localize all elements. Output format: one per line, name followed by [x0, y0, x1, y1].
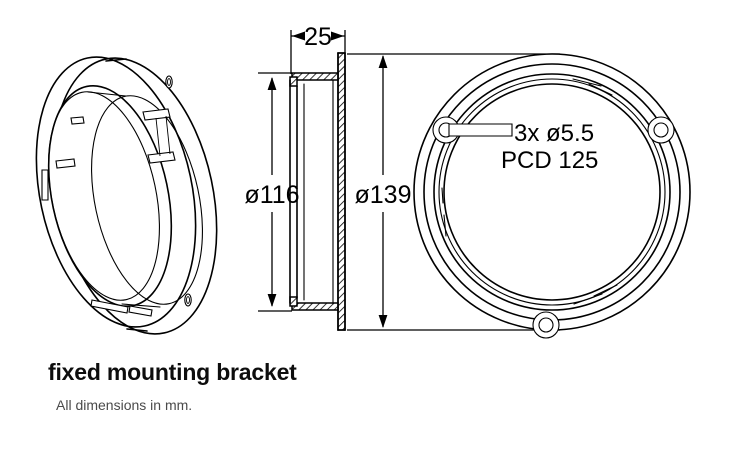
- front-mounting-hole-upper-right: [647, 116, 675, 144]
- drawing-title: fixed mounting bracket: [48, 359, 297, 385]
- dim25-arrow-right: [331, 31, 344, 41]
- iso-clip-tab-right: [142, 108, 176, 164]
- dim139-arrow-bottom: [378, 315, 388, 328]
- dimension-inner-diameter-116: ø116: [244, 72, 300, 312]
- front-view: 3x ø5.5 PCD 125: [413, 53, 691, 339]
- isometric-ring-view: [35, 56, 218, 335]
- front-hole-callout-leader: [448, 123, 513, 137]
- iso-clip-tab-left-edge: [41, 169, 49, 201]
- hole-callout-line2: PCD 125: [501, 147, 598, 174]
- hole-callout-line1: 3x ø5.5: [514, 120, 594, 147]
- front-barrel-outer-circle: [433, 73, 671, 311]
- section-web-top: [291, 72, 339, 81]
- dim25-arrow-left: [292, 31, 305, 41]
- iso-barrel-generator-bottom: [121, 303, 161, 308]
- dimension-outer-diameter-139: ø139: [347, 53, 560, 331]
- front-bore-circle: [443, 83, 661, 301]
- iso-clip-tab-left-upper: [70, 116, 85, 125]
- iso-clip-tab-bottom: [90, 299, 153, 317]
- front-clip-tab-marks: [441, 78, 618, 305]
- iso-mounting-hole-lower: [184, 293, 192, 307]
- dimension-thickness-25: 25: [290, 23, 346, 74]
- front-mounting-hole-bottom: [532, 311, 560, 339]
- dim116-arrow-top: [267, 77, 277, 90]
- iso-barrel-generator-top: [87, 91, 127, 97]
- dim139-arrow-top: [378, 55, 388, 68]
- caption-block: fixed mounting bracket All dimensions in…: [48, 358, 688, 414]
- drawing-subtitle: All dimensions in mm.: [56, 397, 193, 413]
- iso-flange-silhouette-bottom: [126, 328, 148, 332]
- section-web-bottom: [291, 302, 339, 311]
- section-lip-top: [289, 76, 298, 87]
- iso-flange-back-edge: [35, 56, 197, 328]
- dim116-arrow-bottom: [267, 294, 277, 307]
- dim116-label: ø116: [244, 181, 299, 209]
- front-barrel-wall-circle: [438, 78, 666, 306]
- dim25-label: 25: [304, 23, 332, 51]
- front-outer-circle: [413, 53, 691, 331]
- section-flange-plate: [337, 52, 346, 331]
- section-side-view: [289, 52, 346, 331]
- iso-flange-silhouette-top: [105, 58, 127, 62]
- iso-barrel-inner-wall: [48, 91, 160, 301]
- section-lip-bottom: [289, 296, 298, 307]
- iso-clip-tab-left-middle: [55, 158, 76, 169]
- iso-mounting-hole-upper: [165, 75, 173, 89]
- dim139-label: ø139: [355, 181, 412, 209]
